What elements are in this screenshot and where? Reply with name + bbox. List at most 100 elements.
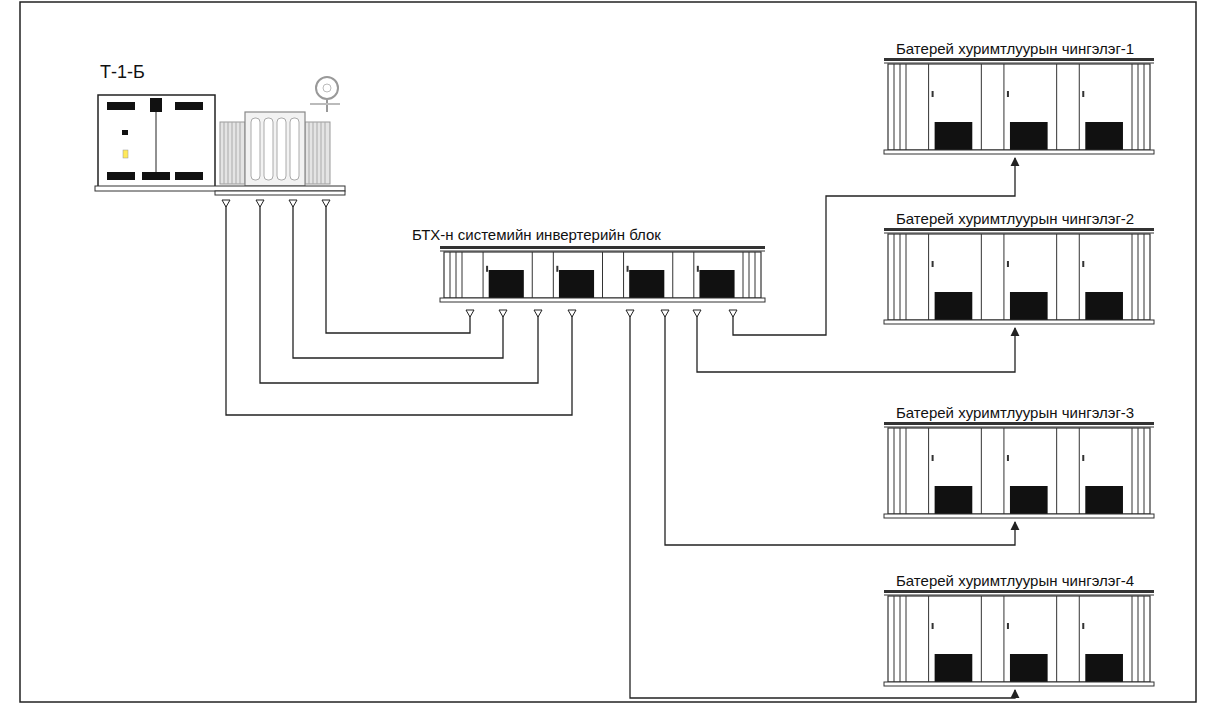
drawing-stroke [981, 428, 982, 514]
drawing-stroke [697, 266, 699, 272]
drawing-stroke [1132, 234, 1133, 320]
drawing-stroke [1085, 122, 1123, 150]
drawing-stroke [627, 266, 629, 272]
drawing-stroke [749, 252, 750, 298]
drawing-stroke [107, 172, 135, 180]
drawing-stroke [935, 486, 973, 514]
drawing-stroke [556, 266, 558, 272]
drawing-stroke [220, 122, 245, 184]
terminal-symbol [322, 200, 330, 207]
drawing-stroke [1056, 596, 1057, 682]
drawing-stroke [1007, 623, 1009, 629]
drawing-stroke [1085, 654, 1123, 682]
drawing-stroke [932, 623, 934, 629]
drawing-stroke [1056, 428, 1057, 514]
drawing-stroke [1010, 122, 1048, 150]
drawing-stroke [175, 172, 203, 180]
drawing-stroke [884, 590, 1154, 593]
drawing-stroke [623, 252, 624, 298]
drawing-stroke [1079, 64, 1080, 150]
drawing-stroke [317, 122, 318, 184]
terminal-symbol [466, 310, 474, 317]
terminal-symbol [568, 310, 576, 317]
drawing-stroke [462, 252, 463, 298]
drawing-stroke [444, 252, 761, 298]
drawing-stroke [900, 234, 901, 320]
drawing-stroke [888, 428, 1150, 514]
drawing-stroke [894, 64, 895, 150]
drawing-stroke [884, 228, 1154, 231]
drawing-stroke [1007, 455, 1009, 461]
drawing-stroke [928, 234, 929, 320]
node-illustration [880, 572, 1165, 690]
drawing-stroke [888, 234, 1150, 320]
node-label: Батерей хуримтлуурын чингэлэг-1 [894, 40, 1136, 57]
terminal-symbol [499, 310, 507, 317]
drawing-stroke [1007, 261, 1009, 267]
drawing-stroke [224, 122, 225, 184]
drawing-stroke [440, 246, 765, 249]
drawing-stroke [440, 251, 765, 252]
drawing-stroke [277, 118, 286, 180]
drawing-stroke [928, 596, 929, 682]
terminal-symbol [534, 310, 542, 317]
node-label: Батерей хуримтлуурын чингэлэг-4 [894, 572, 1136, 589]
drawing-stroke [884, 682, 1154, 686]
drawing-stroke [884, 150, 1154, 154]
drawing-stroke [313, 122, 314, 184]
drawing-stroke [1144, 234, 1145, 320]
drawing-stroke [1085, 292, 1123, 320]
drawing-stroke [906, 596, 907, 682]
drawing-stroke [1003, 428, 1004, 514]
node-label: Батерей хуримтлуурын чингэлэг-3 [894, 404, 1136, 421]
drawing-stroke [156, 112, 157, 180]
terminal-symbol [256, 200, 264, 207]
container-drawing [884, 228, 1154, 324]
terminal-symbol [289, 200, 297, 207]
drawing-stroke [1132, 428, 1133, 514]
drawing-stroke [325, 122, 326, 184]
node-illustration [95, 62, 350, 200]
drawing-stroke [884, 514, 1154, 518]
drawing-stroke [264, 118, 273, 180]
drawing-stroke [1010, 486, 1048, 514]
drawing-stroke [321, 122, 322, 184]
frame-border [20, 2, 1196, 702]
drawing-stroke [532, 252, 533, 298]
container-drawing [884, 590, 1154, 686]
drawing-stroke [884, 320, 1154, 324]
drawing-stroke [981, 64, 982, 150]
terminal-symbol [661, 310, 669, 317]
drawing-stroke [935, 292, 973, 320]
terminal-symbol [729, 310, 737, 317]
drawing-stroke [240, 122, 241, 184]
drawing-stroke [1079, 234, 1080, 320]
drawing-stroke [755, 252, 756, 298]
drawing-stroke [440, 298, 765, 302]
drawing-stroke [1079, 428, 1080, 514]
drawing-stroke [1138, 428, 1139, 514]
drawing-stroke [906, 428, 907, 514]
drawing-stroke [1144, 596, 1145, 682]
drawing-stroke [672, 252, 673, 298]
drawing-stroke [906, 64, 907, 150]
drawing-stroke [1056, 64, 1057, 150]
drawing-stroke [232, 122, 233, 184]
drawing-stroke [1056, 234, 1057, 320]
drawing-stroke [142, 172, 170, 180]
drawing-stroke [1138, 234, 1139, 320]
drawing-stroke [450, 252, 451, 298]
drawing-stroke [309, 122, 310, 184]
drawing-stroke [553, 252, 554, 298]
drawing-stroke [175, 102, 203, 110]
drawing-stroke [894, 234, 895, 320]
drawing-stroke [122, 130, 128, 135]
drawing-stroke [1138, 596, 1139, 682]
drawing-stroke [1003, 234, 1004, 320]
drawing-stroke [486, 266, 488, 272]
drawing-stroke [894, 428, 895, 514]
drawing-stroke [305, 122, 330, 184]
drawing-stroke [1003, 64, 1004, 150]
drawing-stroke [316, 77, 338, 99]
drawing-stroke [629, 270, 664, 298]
